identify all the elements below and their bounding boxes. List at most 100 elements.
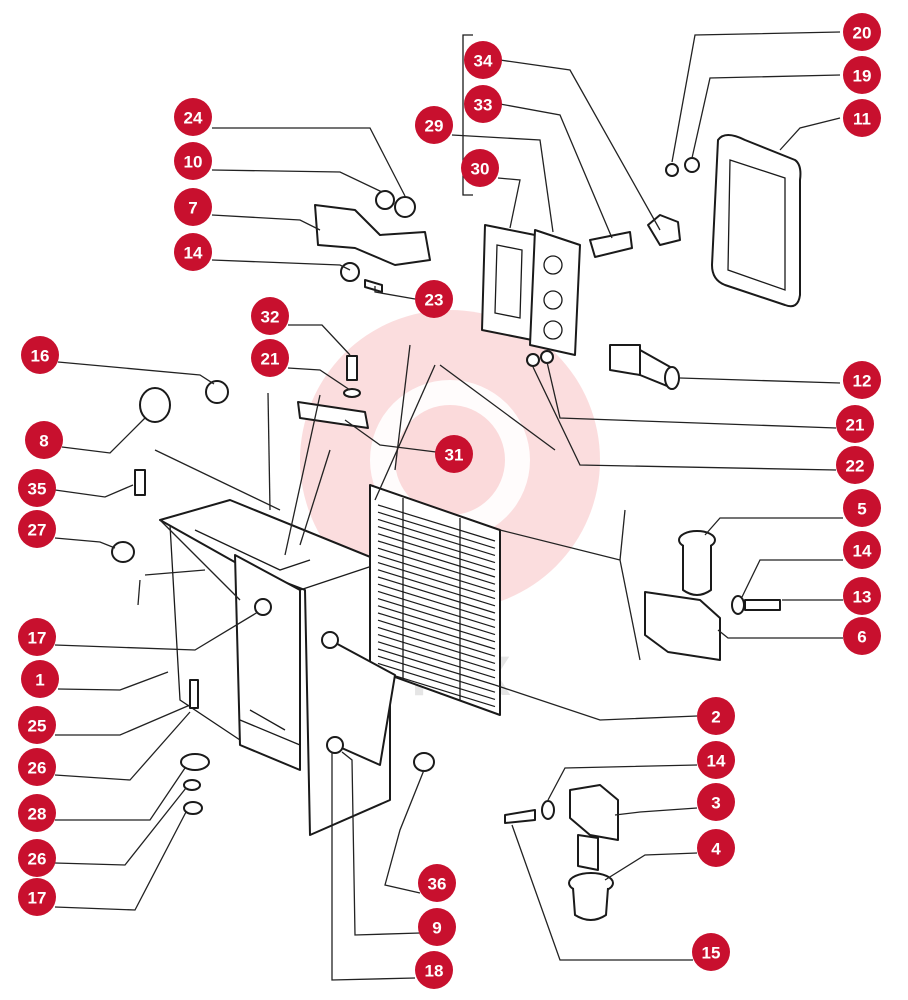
leader-line-20: [671, 31, 841, 163]
callout-label: 35: [28, 480, 47, 499]
callout-disc: [464, 41, 502, 79]
guide-line: [299, 449, 331, 546]
callout-label: 9: [432, 919, 441, 938]
callout-8: 8: [25, 421, 63, 459]
callout-disc: [843, 577, 881, 615]
grille-slat: [377, 562, 496, 600]
grille-slat: [377, 641, 496, 679]
callout-label: 3: [711, 794, 720, 813]
leader-line-33: [499, 103, 613, 239]
callout-disc: [836, 405, 874, 443]
callout-label: 15: [702, 944, 721, 963]
callout-label: 30: [471, 160, 490, 179]
callout-disc: [18, 839, 56, 877]
guide-line: [137, 579, 141, 606]
callout-19: 19: [843, 56, 881, 94]
callout-disc: [418, 908, 456, 946]
callout-label: 18: [425, 962, 444, 981]
callout-label: 25: [28, 717, 47, 736]
guide-line: [619, 509, 626, 561]
block-3: [569, 784, 619, 841]
leader-line-21: [287, 367, 351, 391]
sleeve-5: [678, 530, 716, 596]
callout-5: 5: [843, 489, 881, 527]
leader-line-14: [547, 764, 698, 801]
grille-slat: [377, 504, 496, 542]
sleeve-4: [568, 872, 614, 921]
callout-26: 26: [18, 839, 56, 877]
leader-line-24: [212, 127, 406, 197]
callout-label: 5: [857, 500, 866, 519]
callout-16: 16: [21, 336, 59, 374]
callout-label: 17: [28, 889, 47, 908]
leader-line-31: [344, 419, 437, 453]
callout-1: 1: [21, 660, 59, 698]
handle-frame: [711, 134, 802, 308]
callout-disc: [174, 233, 212, 271]
callout-label: 28: [28, 805, 47, 824]
guide-line: [159, 519, 241, 601]
callout-disc: [18, 510, 56, 548]
callout-disc: [435, 435, 473, 473]
callout-22: 22: [836, 446, 874, 484]
callout-26: 26: [18, 748, 56, 786]
grille-slat: [377, 533, 496, 571]
callout-disc: [18, 706, 56, 744]
callout-label: 17: [28, 629, 47, 648]
leader-line-10: [211, 169, 383, 193]
callout-disc: [843, 361, 881, 399]
callout-disc: [18, 618, 56, 656]
callout-label: 21: [261, 350, 280, 369]
callout-label: 14: [853, 542, 872, 561]
bolt-12: [609, 344, 680, 390]
grille-slat: [377, 526, 496, 564]
callout-35: 35: [18, 469, 56, 507]
callout-label: 13: [853, 588, 872, 607]
small-hardware: [111, 157, 781, 824]
leader-line-28: [55, 767, 186, 821]
callout-disc: [461, 149, 499, 187]
callout-disc: [843, 99, 881, 137]
callout-disc: [174, 188, 212, 226]
callout-24: 24: [174, 98, 212, 136]
callout-disc: [418, 864, 456, 902]
callout-disc: [697, 741, 735, 779]
leader-line-14: [741, 559, 843, 598]
grille-slat: [377, 648, 496, 686]
leader-line-29: [451, 134, 554, 233]
callout-2: 2: [697, 697, 735, 735]
callout-label: 26: [28, 850, 47, 869]
callout-disc: [697, 697, 735, 735]
callout-label: 22: [846, 457, 865, 476]
grille-slat: [377, 583, 496, 621]
callout-30: 30: [461, 149, 499, 187]
grille-slat: [377, 670, 496, 708]
callout-28: 28: [18, 794, 56, 832]
callout-disc: [415, 280, 453, 318]
callout-25: 25: [18, 706, 56, 744]
callout-disc: [21, 336, 59, 374]
callout-14: 14: [697, 741, 735, 779]
callout-disc: [174, 142, 212, 180]
callout-label: 1: [35, 671, 44, 690]
grille-slat: [377, 619, 496, 657]
callout-27: 27: [18, 510, 56, 548]
grille-slat: [377, 626, 496, 664]
callout-label: 33: [474, 96, 493, 115]
callout-17: 17: [18, 878, 56, 916]
leader-line-15: [511, 824, 693, 961]
callout-17: 17: [18, 618, 56, 656]
leader-line-17: [54, 811, 187, 911]
leader-line-5: [704, 517, 843, 536]
leader-line-3: [614, 807, 698, 816]
callout-label: 16: [31, 347, 50, 366]
callout-disc: [697, 829, 735, 867]
block-6: [644, 591, 721, 661]
leader-line-36: [384, 769, 425, 894]
callout-disc: [843, 531, 881, 569]
callout-disc: [836, 446, 874, 484]
grille-slat: [377, 612, 496, 650]
callout-disc: [18, 748, 56, 786]
guide-line: [267, 392, 271, 511]
